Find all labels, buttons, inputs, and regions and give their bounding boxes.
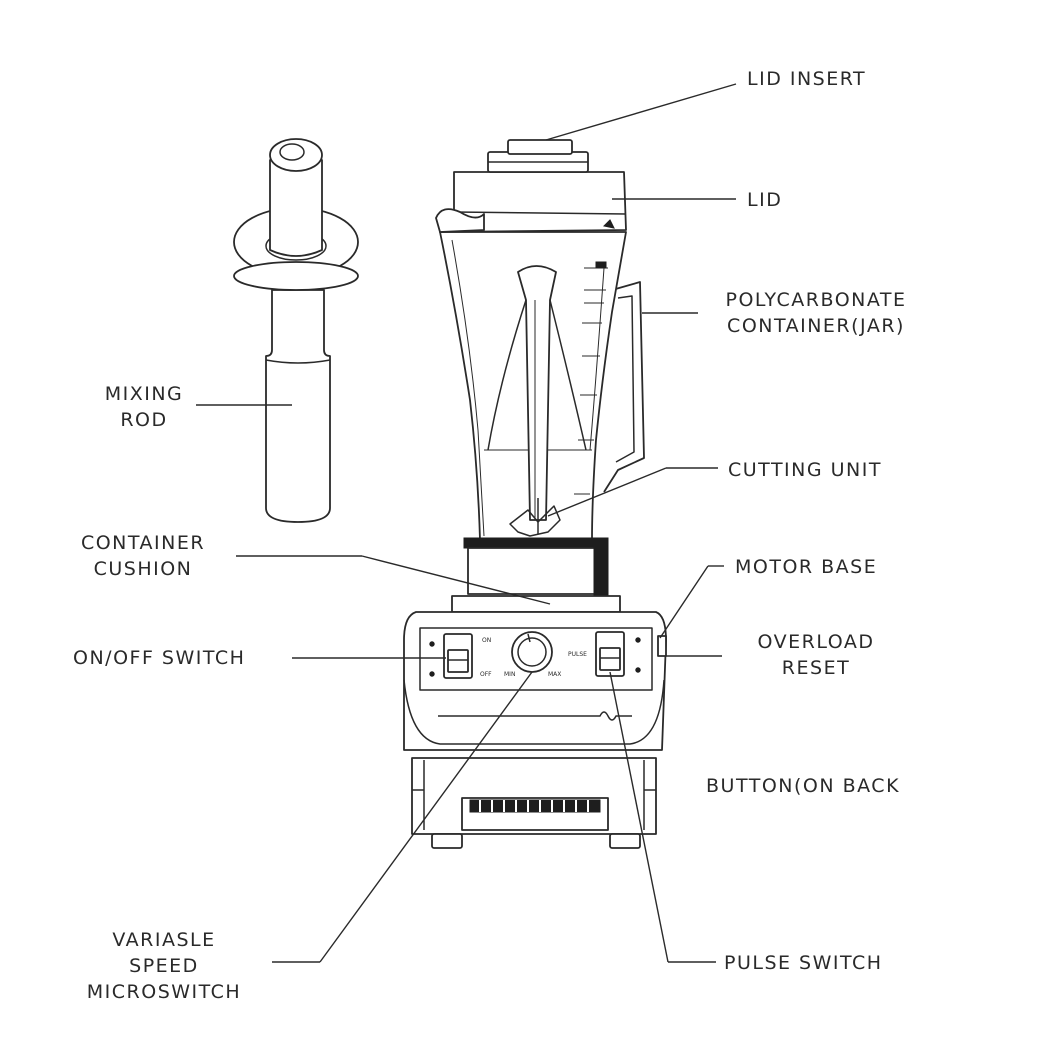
label-motor-base: MOTOR BASE (735, 556, 878, 578)
label-overload-line1: OVERLOAD (757, 631, 875, 653)
label-mixing-rod-line2: ROD (120, 409, 168, 431)
measurement-scale (574, 267, 608, 495)
on-off-switch[interactable] (443, 633, 473, 679)
lid-insert (487, 139, 589, 173)
label-mixing-rod: MIXING ROD (96, 381, 192, 433)
label-container-cushion-line1: CONTAINER (80, 532, 206, 554)
label-container-cushion-line2: CUSHION (93, 558, 193, 580)
label-lid-insert: LID INSERT (747, 68, 867, 90)
label-variable-line3: MICROSWITCH (86, 981, 242, 1003)
label-on-off-switch: ON/OFF SWITCH (73, 647, 246, 669)
motor-base: ON OFF MIN MAX PULSE (403, 611, 667, 849)
variable-speed-knob[interactable] (511, 631, 553, 673)
label-polycarbonate-line2: CONTAINER(JAR) (727, 315, 905, 337)
label-container-cushion: CONTAINER CUSHION (68, 530, 218, 582)
panel-mark-off: OFF (480, 671, 492, 678)
label-polycarbonate-line1: POLYCARBONATE (725, 289, 907, 311)
label-variable-line2: SPEED (129, 955, 199, 977)
leader-lines (196, 83, 737, 963)
polycarbonate-jar (439, 231, 645, 541)
cutting-unit (509, 498, 561, 537)
panel-mark-on: ON (482, 637, 491, 644)
pulse-switch[interactable] (595, 631, 625, 677)
label-variable-line1: VARIASLE (112, 929, 216, 951)
label-mixing-rod-line1: MIXING (104, 383, 184, 405)
label-polycarbonate-container: POLYCARBONATE CONTAINER(JAR) (704, 287, 928, 339)
label-pulse-switch: PULSE SWITCH (724, 952, 883, 974)
panel-mark-pulse: PULSE (568, 651, 587, 658)
label-button-on-back: BUTTON(ON BACK (706, 775, 901, 797)
lid (435, 171, 627, 233)
mixing-rod (233, 138, 359, 523)
label-overload-line2: RESET (781, 657, 851, 679)
container-cushion (451, 537, 621, 613)
panel-mark-min: MIN (504, 671, 515, 678)
label-overload-reset: OVERLOAD RESET (734, 629, 898, 681)
panel-mark-max: MAX (548, 671, 561, 678)
label-lid: LID (747, 189, 783, 211)
label-cutting-unit: CUTTING UNIT (728, 459, 882, 481)
label-variable-speed-microswitch: VARIASLE SPEED MICROSWITCH (66, 927, 262, 1005)
vent-grille (469, 799, 601, 813)
